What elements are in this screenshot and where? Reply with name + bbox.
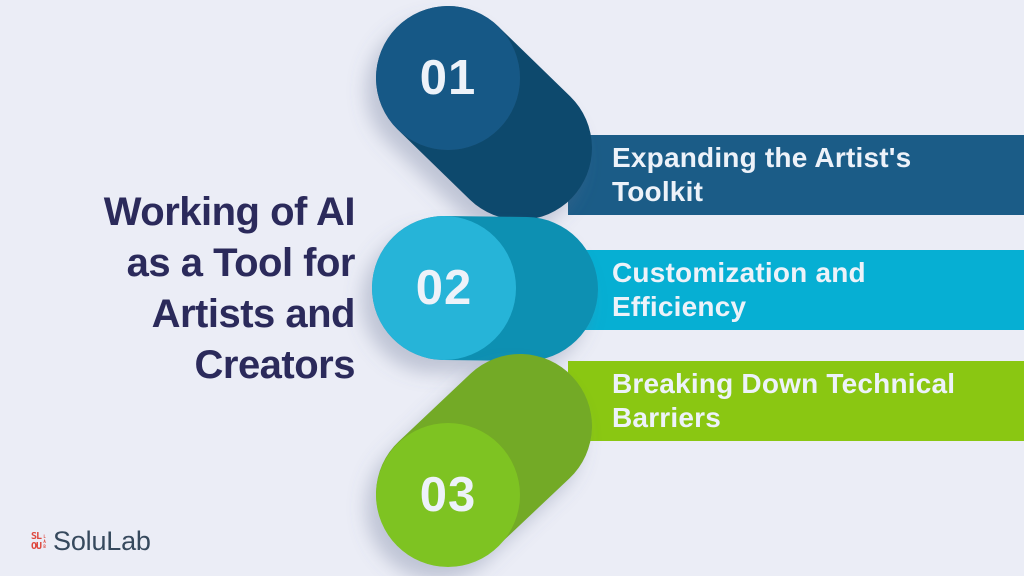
step-3-label: Breaking Down Technical Barriers (612, 368, 956, 433)
logo-lab-vertical: LAB (42, 533, 48, 549)
page-title: Working of AI as a Tool for Artists and … (103, 190, 356, 387)
step-2-graphic (372, 216, 1024, 361)
logo-monogram-row2: OU (31, 540, 42, 552)
step-2-bar (568, 250, 1024, 330)
step-2-label: Customization and Efficiency (612, 257, 866, 322)
step-3-number: 03 (419, 468, 477, 522)
step-3-graphic (376, 354, 1024, 567)
solulab-logo: SL OU LAB SoluLab (31, 526, 151, 557)
logo-wordmark: SoluLab (53, 526, 151, 556)
step-1-label: Expanding the Artist's Toolkit (612, 142, 912, 207)
step-1-bar (568, 135, 1024, 215)
step-3-bar (568, 361, 1024, 441)
step-3-pin (376, 354, 592, 567)
step-2-pin (372, 216, 598, 361)
step-2-number: 02 (415, 261, 473, 315)
logo-monogram-row1: SL (31, 530, 42, 542)
step-3-circle (376, 423, 520, 567)
solulab-logo-icon: SL OU LAB (31, 530, 48, 552)
logo-monogram: SL OU (31, 530, 42, 552)
step-1-pin (376, 6, 592, 220)
step-1-number: 01 (419, 51, 477, 105)
step-1-graphic (376, 6, 1024, 220)
step-1-circle (376, 6, 520, 150)
step-2-circle (372, 216, 516, 360)
